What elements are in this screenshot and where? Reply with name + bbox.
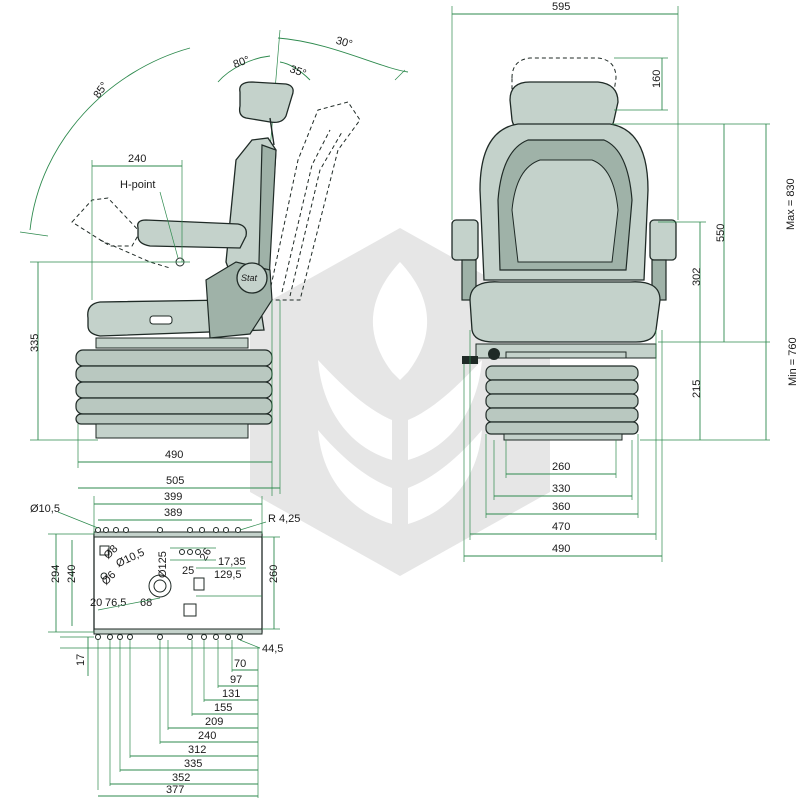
dim-68-label: 68 [140,597,152,609]
cushion-front [469,281,661,343]
h-point-label: H-point [120,179,155,191]
bottom-dim-352: 352 [172,772,190,784]
angle-30-label: 30° [334,35,353,51]
dim-335-label: 335 [29,334,41,352]
suspension-bellows-side [75,349,273,439]
dim-470-label: 470 [552,521,570,533]
dim-399-label: 399 [164,491,182,503]
bottom-dim-335: 335 [184,758,202,770]
stat-logo: Stat [241,273,258,283]
angle-85-label: 85° [91,80,110,101]
bottom-dimension-stack: 70 97 131 155 209 240 312 335 352 377 [97,640,259,798]
bottom-dim-312: 312 [188,744,206,756]
dim-44-5-label: 44,5 [262,643,283,655]
recline-hub [236,262,268,294]
dim-240-label: 240 [128,153,146,165]
dim-20-label: 20 [90,597,102,609]
armrest-right-front [649,219,677,261]
dim-76-5-label: 76,5 [105,597,126,609]
bottom-dim-97: 97 [230,674,242,686]
dim-302-label: 302 [691,268,703,286]
dim-129-5-label: 129,5 [214,569,242,581]
front-view: 595 160 550 302 215 Max = 830 Min = 760 … [451,1,799,562]
dim-240-vert-label: 240 [66,565,78,583]
angle-arc-30 [277,37,409,73]
bottom-dim-70: 70 [234,658,246,670]
dim-490-front-label: 490 [552,543,570,555]
bottom-hole-row [95,634,243,640]
dim-25-label: 25 [182,565,194,577]
base-plate [93,533,263,633]
dim-294-label: 294 [50,565,62,583]
dim-389-label: 389 [164,507,182,519]
dim-360-label: 360 [552,501,570,513]
armrest-left-front [451,219,479,261]
hole-d10-5-top-label: Ø10,5 [30,503,60,515]
dim-330-label: 330 [552,483,570,495]
dim-260-vert-label: 260 [268,565,280,583]
dim-max-label: Max = 830 [785,178,797,230]
dim-17-35-label: 17,35 [218,556,246,568]
headrest [238,81,294,124]
bottom-dim-209: 209 [205,716,223,728]
radius-4-25-label: R 4,25 [268,513,300,525]
bottom-dim-377: 377 [166,784,184,796]
dim-215-label: 215 [691,380,703,398]
angle-35-label: 35° [288,63,308,80]
dim-490-label: 490 [165,449,183,461]
angle-arc-80 [217,55,271,83]
bottom-dim-240: 240 [198,730,216,742]
dim-26-label: 26 [198,546,215,563]
bottom-dim-131: 131 [222,688,240,700]
dim-17-label: 17 [75,654,87,666]
opening-d125-label: Ø125 [157,551,169,578]
dim-505-label: 505 [166,475,184,487]
dim-550-label: 550 [715,224,727,242]
armrest [137,219,247,249]
dim-260-front-label: 260 [552,461,570,473]
bottom-dim-155: 155 [214,702,232,714]
base-plate-view: 399 389 Ø10,5 R 4,25 Ø8 Ø10,5 Ø6 Ø125 26… [30,491,300,798]
dim-min-label: Min = 760 [787,337,799,386]
angle-arc-35 [279,61,311,81]
armrest-forward-outline [71,197,141,247]
side-view: 85° 80° 35° 30° Stat [19,29,409,496]
suspension-bellows-front [485,365,639,441]
dim-595-label: 595 [552,1,570,13]
angle-arc-85 [29,47,191,231]
backrest-reclined-outline [267,101,361,301]
top-hole-row [95,527,241,533]
angle-80-label: 80° [232,54,252,71]
dim-160-label: 160 [651,70,663,88]
